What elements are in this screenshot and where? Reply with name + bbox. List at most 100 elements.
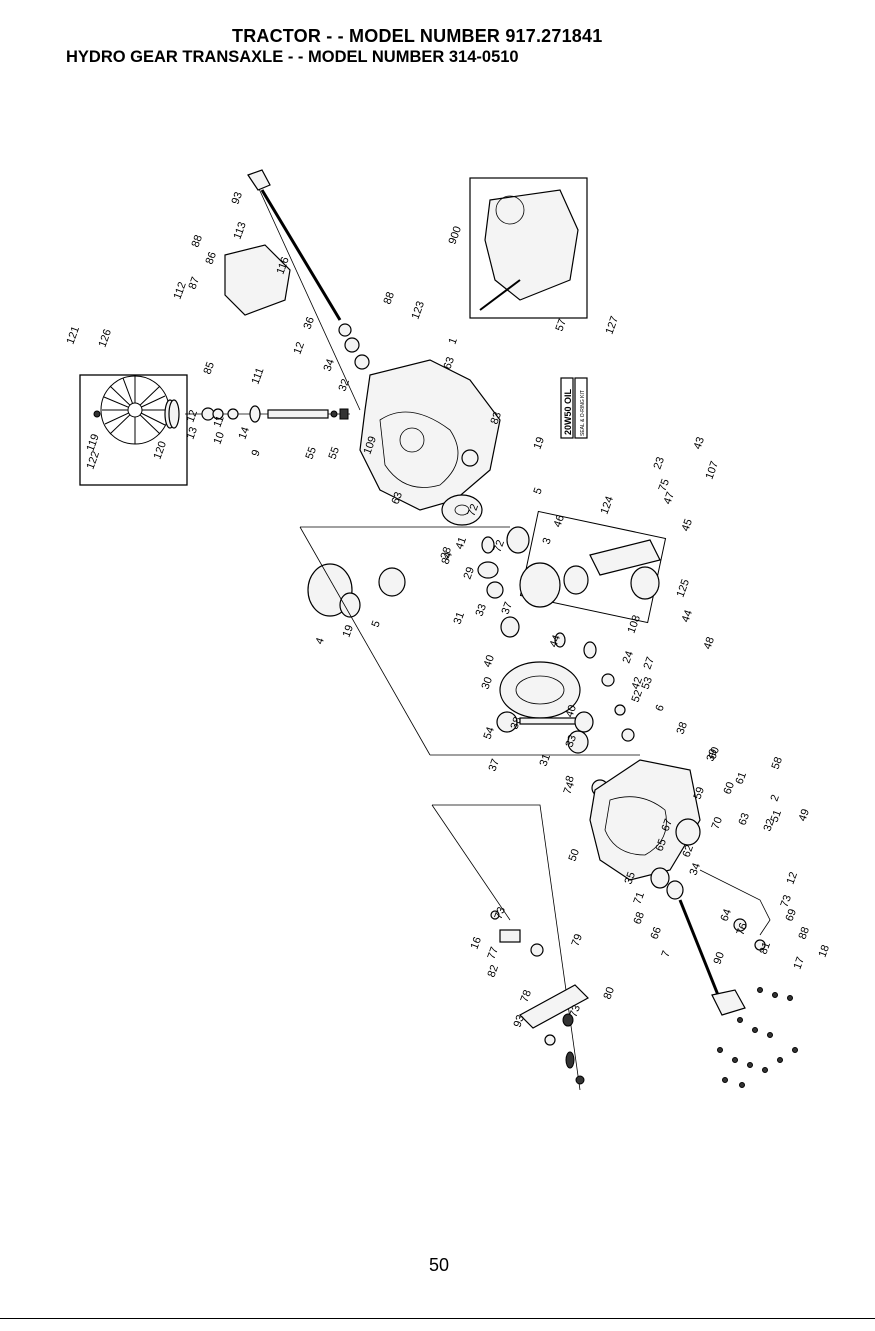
part-callout-53: 53 [640, 675, 655, 691]
part-callout-127: 127 [604, 315, 622, 336]
part-callout-68: 68 [632, 910, 647, 926]
part-callout-48: 48 [702, 635, 717, 651]
diagram-subtitle: HYDRO GEAR TRANSAXLE - - MODEL NUMBER 31… [66, 48, 519, 66]
part-callout-3: 3 [541, 536, 554, 546]
part-callout-62: 62 [681, 843, 696, 859]
part-callout-42: 42 [630, 675, 645, 691]
part-callout-72: 72 [466, 502, 481, 518]
part-callout-113: 113 [232, 220, 249, 241]
part-callout-14: 14 [237, 425, 252, 441]
part-callout-80: 80 [602, 985, 617, 1001]
part-callout-32: 32 [762, 817, 777, 833]
part-callout-31: 31 [538, 752, 553, 768]
part-callout-33: 33 [564, 733, 579, 749]
part-callout-65: 65 [654, 837, 669, 853]
diagram-title: TRACTOR - - MODEL NUMBER 917.271841 [232, 26, 603, 46]
part-callout-9: 9 [250, 448, 263, 458]
part-callout-93: 93 [230, 190, 245, 206]
part-callout-19: 19 [341, 623, 356, 639]
part-callout-18: 18 [817, 943, 832, 959]
part-callout-83: 83 [489, 410, 504, 426]
part-callout-55: 55 [304, 445, 319, 461]
part-callout-74: 74 [562, 780, 577, 796]
part-callout-63: 63 [737, 811, 752, 827]
part-callout-86: 86 [204, 250, 219, 266]
part-callout-23: 23 [652, 455, 667, 471]
part-callout-29: 29 [462, 565, 477, 581]
part-callout-51: 51 [769, 808, 784, 824]
seal-kit-label: SEAL & O-RING KIT [580, 390, 586, 436]
upper-housing [359, 359, 501, 511]
part-callout-24: 24 [621, 649, 636, 665]
drive-gear [441, 494, 483, 526]
part-callout-119: 119 [85, 432, 102, 453]
part-callout-58: 58 [770, 755, 785, 771]
part-callout-59: 59 [692, 785, 707, 801]
part-callout-73: 73 [779, 893, 794, 909]
cover-plate [224, 244, 291, 316]
part-callout-109: 109 [362, 435, 380, 456]
part-callout-66: 66 [649, 925, 664, 941]
part-callout-13: 13 [185, 425, 200, 441]
part-callout-60: 60 [722, 780, 737, 796]
part-callout-7: 7 [660, 949, 673, 959]
part-callout-73: 73 [493, 905, 508, 921]
part-callout-72: 72 [492, 538, 507, 554]
part-callout-70: 70 [710, 815, 725, 831]
fan-inset-box [79, 374, 188, 486]
part-callout-1: 1 [447, 336, 460, 346]
part-callout-75: 75 [657, 477, 672, 493]
bottom-rule [0, 1318, 875, 1319]
input-shaft-parts [201, 405, 349, 423]
part-callout-55: 55 [327, 445, 342, 461]
part-callout-31: 31 [452, 610, 467, 626]
part-callout-37: 37 [487, 757, 502, 773]
part-callout-88: 88 [382, 290, 397, 306]
part-callout-125: 125 [675, 578, 693, 599]
part-callout-57: 57 [554, 317, 569, 333]
part-callout-60: 60 [707, 745, 722, 761]
bypass-lever [589, 539, 661, 576]
part-callout-19: 19 [532, 435, 547, 451]
part-callout-10: 10 [212, 430, 227, 446]
part-callout-36: 36 [302, 315, 317, 331]
part-callout-33: 33 [474, 602, 489, 618]
part-callout-38: 38 [675, 720, 690, 736]
part-callout-44: 44 [548, 633, 563, 649]
part-callout-8: 8 [564, 774, 577, 784]
part-callout-11: 11 [212, 414, 227, 429]
part-callout-90: 90 [712, 950, 727, 966]
part-callout-123: 123 [410, 300, 428, 321]
part-callout-28: 28 [439, 545, 454, 561]
part-callout-30: 30 [480, 675, 495, 691]
control-arm-top [247, 169, 271, 191]
part-callout-69: 69 [784, 907, 799, 923]
control-arm-bottom [711, 989, 746, 1016]
part-callout-6: 6 [654, 703, 667, 713]
part-callout-5: 5 [370, 619, 383, 629]
part-callout-41: 41 [454, 535, 469, 551]
part-callout-61: 61 [734, 770, 749, 786]
page-number: 50 [429, 1255, 450, 1275]
part-callout-84: 84 [440, 550, 455, 566]
part-callout-122: 122 [85, 450, 103, 471]
part-callout-16: 16 [469, 935, 484, 951]
part-callout-82: 82 [486, 963, 501, 979]
part-callout-12: 12 [185, 408, 200, 424]
part-callout-88: 88 [797, 925, 812, 941]
part-callout-78: 78 [519, 988, 534, 1004]
part-callout-126: 126 [97, 328, 115, 349]
part-callout-47: 47 [662, 490, 677, 506]
part-callout-17: 17 [792, 955, 807, 971]
part-callout-34: 34 [322, 357, 337, 373]
part-callout-87: 87 [187, 275, 202, 291]
part-callout-71: 71 [632, 890, 647, 906]
part-callout-112: 112 [172, 280, 189, 301]
cooling-fan [93, 375, 170, 445]
part-callout-45: 45 [680, 517, 695, 533]
part-callout-38: 38 [509, 715, 524, 731]
part-callout-120: 120 [152, 440, 170, 461]
part-callout-27: 27 [642, 655, 657, 671]
part-callout-40: 40 [564, 703, 579, 719]
